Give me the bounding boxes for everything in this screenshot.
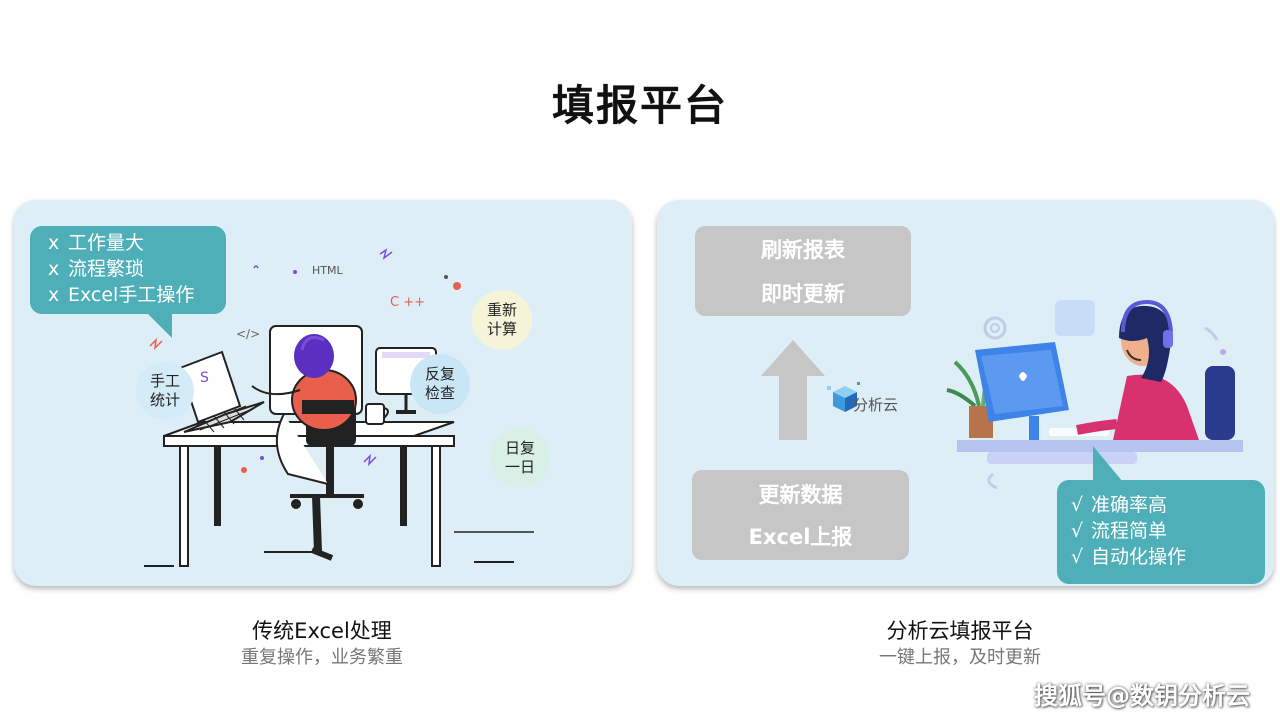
- box-line: 刷新报表: [761, 238, 845, 262]
- recalc-bubble: 重新计算: [472, 290, 532, 350]
- bubble-line: 统计: [149, 391, 180, 409]
- bubble-line: 日复: [504, 439, 535, 457]
- problem-item: x 流程繁琐: [48, 256, 226, 282]
- recheck-bubble: 反复检查: [410, 354, 470, 414]
- platform-caption: 分析云填报平台 一键上报，及时更新: [760, 617, 1160, 671]
- bubble-tail: [146, 312, 172, 338]
- caption-subtitle: 重复操作，业务繁重: [241, 647, 403, 668]
- fill-platform-panel: 刷新报表 即时更新 分析云 更新数据 Excel上报: [657, 200, 1274, 586]
- problem-item: x Excel手工操作: [48, 282, 226, 308]
- checkmark-icon: √: [1071, 494, 1084, 516]
- benefit-text: 流程简单: [1091, 520, 1168, 542]
- bubble-line: 计算: [486, 320, 517, 338]
- html-label: HTML: [312, 264, 343, 277]
- problem-item: x 工作量大: [48, 230, 226, 256]
- bubble-tail: [1093, 446, 1123, 482]
- daily-bubble: 日复一日: [490, 428, 550, 488]
- laptop-s-glyph: S: [200, 370, 209, 386]
- bubble-line: 检查: [424, 384, 455, 402]
- box-line: 即时更新: [761, 282, 845, 306]
- support-agent-illustration: [946, 299, 1243, 490]
- office-worker-illustration: S HTML C ++ </>: [144, 248, 534, 567]
- x-mark-icon: x: [48, 258, 60, 280]
- caption-title: 分析云填报平台: [886, 619, 1034, 643]
- benefit-list-bubble: √ 准确率高 √ 流程简单 √ 自动化操作: [1057, 480, 1265, 584]
- logo-text: 分析云: [853, 396, 899, 414]
- bubble-line: 反复: [424, 365, 455, 383]
- benefit-text: 自动化操作: [1091, 546, 1187, 568]
- watermark: 搜狐号@数钥分析云: [1034, 682, 1250, 710]
- benefit-item: √ 流程简单: [1071, 518, 1265, 544]
- x-mark-icon: x: [48, 284, 60, 306]
- caption-subtitle: 一键上报，及时更新: [879, 647, 1041, 668]
- problem-text: 工作量大: [68, 232, 145, 254]
- benefit-item: √ 自动化操作: [1071, 544, 1265, 570]
- benefit-text: 准确率高: [1091, 494, 1168, 516]
- manual-stats-bubble: 手工统计: [136, 362, 194, 420]
- page-title: 填报平台: [551, 81, 728, 130]
- box-line: 更新数据: [758, 483, 843, 507]
- traditional-excel-panel: S HTML C ++ </>: [14, 200, 632, 586]
- benefit-item: √ 准确率高: [1071, 492, 1265, 518]
- bubble-line: 一日: [504, 458, 535, 476]
- box-line: Excel上报: [748, 525, 853, 549]
- update-data-box: 更新数据 Excel上报: [692, 470, 909, 560]
- code-tag-label: </>: [236, 327, 260, 341]
- problem-text: 流程繁琐: [68, 258, 145, 280]
- checkmark-icon: √: [1071, 546, 1084, 568]
- bubble-line: 重新: [486, 301, 517, 319]
- cube-logo-icon: [827, 382, 860, 412]
- caption-title: 传统Excel处理: [252, 619, 392, 643]
- problem-text: Excel手工操作: [68, 284, 195, 306]
- up-arrow-icon: [761, 340, 825, 440]
- bubble-line: 手工: [149, 372, 180, 390]
- x-mark-icon: x: [48, 232, 60, 254]
- cpp-label: C ++: [390, 295, 425, 310]
- checkmark-icon: √: [1071, 520, 1084, 542]
- traditional-caption: 传统Excel处理 重复操作，业务繁重: [122, 617, 522, 671]
- refresh-report-box: 刷新报表 即时更新: [695, 226, 911, 316]
